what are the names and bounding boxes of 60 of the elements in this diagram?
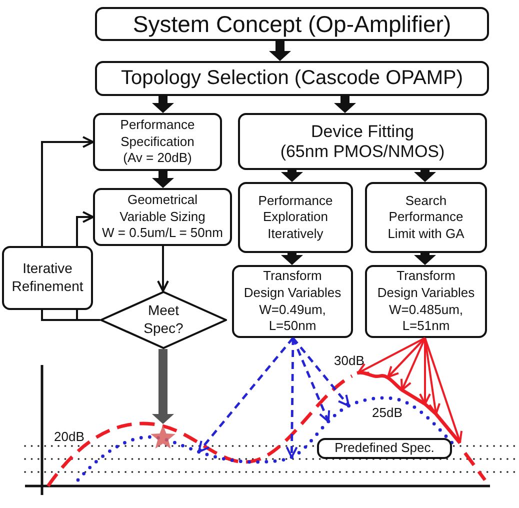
dashed-arrow bbox=[292, 337, 350, 407]
dot-icon bbox=[290, 455, 294, 459]
process-box bbox=[238, 113, 487, 170]
block-arrow bbox=[334, 96, 356, 113]
value-label: 30dB bbox=[334, 353, 364, 369]
step-label: Iterative Refinement bbox=[10, 260, 84, 296]
dashed-arrow bbox=[198, 337, 294, 453]
block-arrow bbox=[152, 349, 174, 424]
process-box bbox=[238, 182, 353, 253]
step-label: Topology Selection (Cascode OPAMP) bbox=[120, 67, 463, 90]
process-box bbox=[365, 182, 487, 253]
block-arrow bbox=[269, 41, 291, 61]
step-label: Search Performance Limit with GA bbox=[386, 192, 466, 242]
block-arrow bbox=[281, 170, 303, 182]
callout-box bbox=[317, 438, 452, 459]
dot-icon bbox=[346, 404, 351, 408]
spec-label: Predefined Spec. bbox=[334, 441, 434, 456]
block-arrow bbox=[414, 253, 436, 265]
process-box bbox=[93, 188, 232, 246]
arrow bbox=[400, 338, 426, 391]
dashed-arrow bbox=[286, 338, 298, 458]
block-arrow bbox=[152, 171, 174, 188]
process-box bbox=[2, 246, 93, 310]
step-detail: W = 0.5um/L = 50nm bbox=[102, 225, 223, 242]
decision-diamond bbox=[100, 291, 227, 349]
arrow bbox=[387, 337, 426, 378]
block-arrow bbox=[152, 96, 174, 113]
arrow bbox=[157, 246, 169, 292]
step-label: Performance Exploration Iteratively bbox=[257, 192, 334, 242]
arrow bbox=[424, 338, 463, 443]
value-label: 25dB bbox=[372, 405, 402, 421]
step-title: Device Fitting bbox=[311, 122, 414, 142]
process-box bbox=[95, 7, 489, 41]
arrow bbox=[76, 211, 94, 246]
process-box bbox=[232, 265, 353, 338]
solid-curve bbox=[356, 370, 462, 444]
step-title: Transform Design Variables bbox=[376, 268, 476, 302]
step-detail: W=0.485um, L=51nm bbox=[388, 302, 464, 335]
step-title: Geometrical Variable Sizing bbox=[118, 192, 206, 226]
arrow bbox=[41, 136, 94, 246]
arrow bbox=[424, 338, 441, 415]
step-detail: W=0.49um, L=50nm bbox=[258, 302, 327, 335]
connector-line bbox=[41, 309, 101, 321]
dot-icon bbox=[326, 420, 330, 424]
dashed-arrow bbox=[292, 338, 330, 422]
block-arrow bbox=[414, 170, 436, 182]
process-box bbox=[365, 265, 487, 338]
value-label: 20dB bbox=[54, 429, 84, 445]
step-detail: (Av = 20dB) bbox=[123, 150, 192, 167]
block-arrow bbox=[281, 253, 303, 265]
step-label: System Concept (Op-Amplifier) bbox=[132, 10, 452, 38]
process-box bbox=[95, 61, 489, 96]
decision-label: Meet Spec? bbox=[142, 302, 184, 338]
step-title: Transform Design Variables bbox=[242, 268, 342, 302]
process-box bbox=[93, 113, 222, 171]
step-title: Performance Specification bbox=[119, 117, 196, 150]
star-icon bbox=[150, 424, 176, 450]
arrow bbox=[357, 337, 426, 374]
step-detail: (65nm PMOS/NMOS) bbox=[280, 142, 445, 162]
dot-icon bbox=[197, 450, 201, 454]
